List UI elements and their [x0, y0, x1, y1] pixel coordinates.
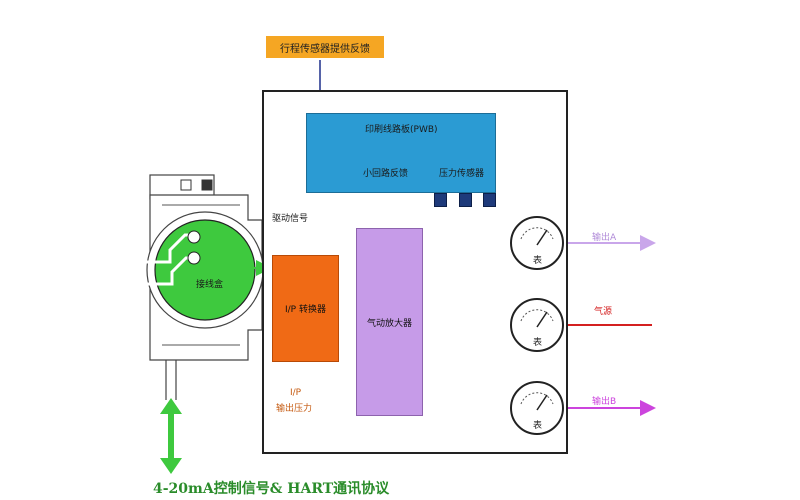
feedback-banner-label: 行程传感器提供反馈: [280, 43, 370, 55]
terminal-label: 接线盒: [196, 280, 224, 290]
output-a-label: 输出A: [592, 233, 617, 243]
pwb-board: 印刷线路板(PWB) 小回路反馈 压力传感器: [306, 113, 496, 193]
output-b-label: 输出B: [592, 397, 617, 407]
feedback-banner: 行程传感器提供反馈: [266, 36, 384, 58]
gauge-supply-label: 表: [533, 338, 543, 348]
air-supply-label: 气源: [594, 307, 613, 317]
pressure-sensor-port-1: [434, 193, 447, 207]
gauge-output-b-label: 表: [533, 421, 543, 431]
pwb-title: 印刷线路板(PWB): [365, 125, 438, 135]
pwb-loop-feedback-label: 小回路反馈: [363, 169, 409, 179]
ip-output-label-2: 输出压力: [276, 404, 313, 414]
pneumatic-amplifier-label: 气动放大器: [366, 318, 412, 329]
pneumatic-amplifier-box: 气动放大器: [356, 228, 423, 416]
gauge-icon: [510, 216, 564, 270]
gauge-output-a: 表: [509, 215, 565, 271]
gauge-supply: 表: [509, 297, 565, 353]
drive-signal-label: 驱动信号: [272, 214, 309, 224]
gauge-icon: [510, 298, 564, 352]
pressure-sensor-port-3: [483, 193, 496, 207]
pressure-sensor-port-2: [459, 193, 472, 207]
signal-caption: 4-20mA控制信号& HART通讯协议: [153, 481, 390, 497]
gauge-icon: [510, 381, 564, 435]
gauge-output-a-label: 表: [533, 256, 543, 266]
gauge-output-b: 表: [509, 380, 565, 436]
positioner-housing: [140, 174, 264, 400]
signal-arrow: [160, 398, 182, 474]
ip-converter-box: I/P 转换器: [272, 255, 339, 362]
ip-output-label-1: I/P: [290, 388, 302, 398]
ip-converter-label: I/P 转换器: [285, 305, 326, 315]
pwb-pressure-sensor-label: 压力传感器: [439, 169, 485, 179]
